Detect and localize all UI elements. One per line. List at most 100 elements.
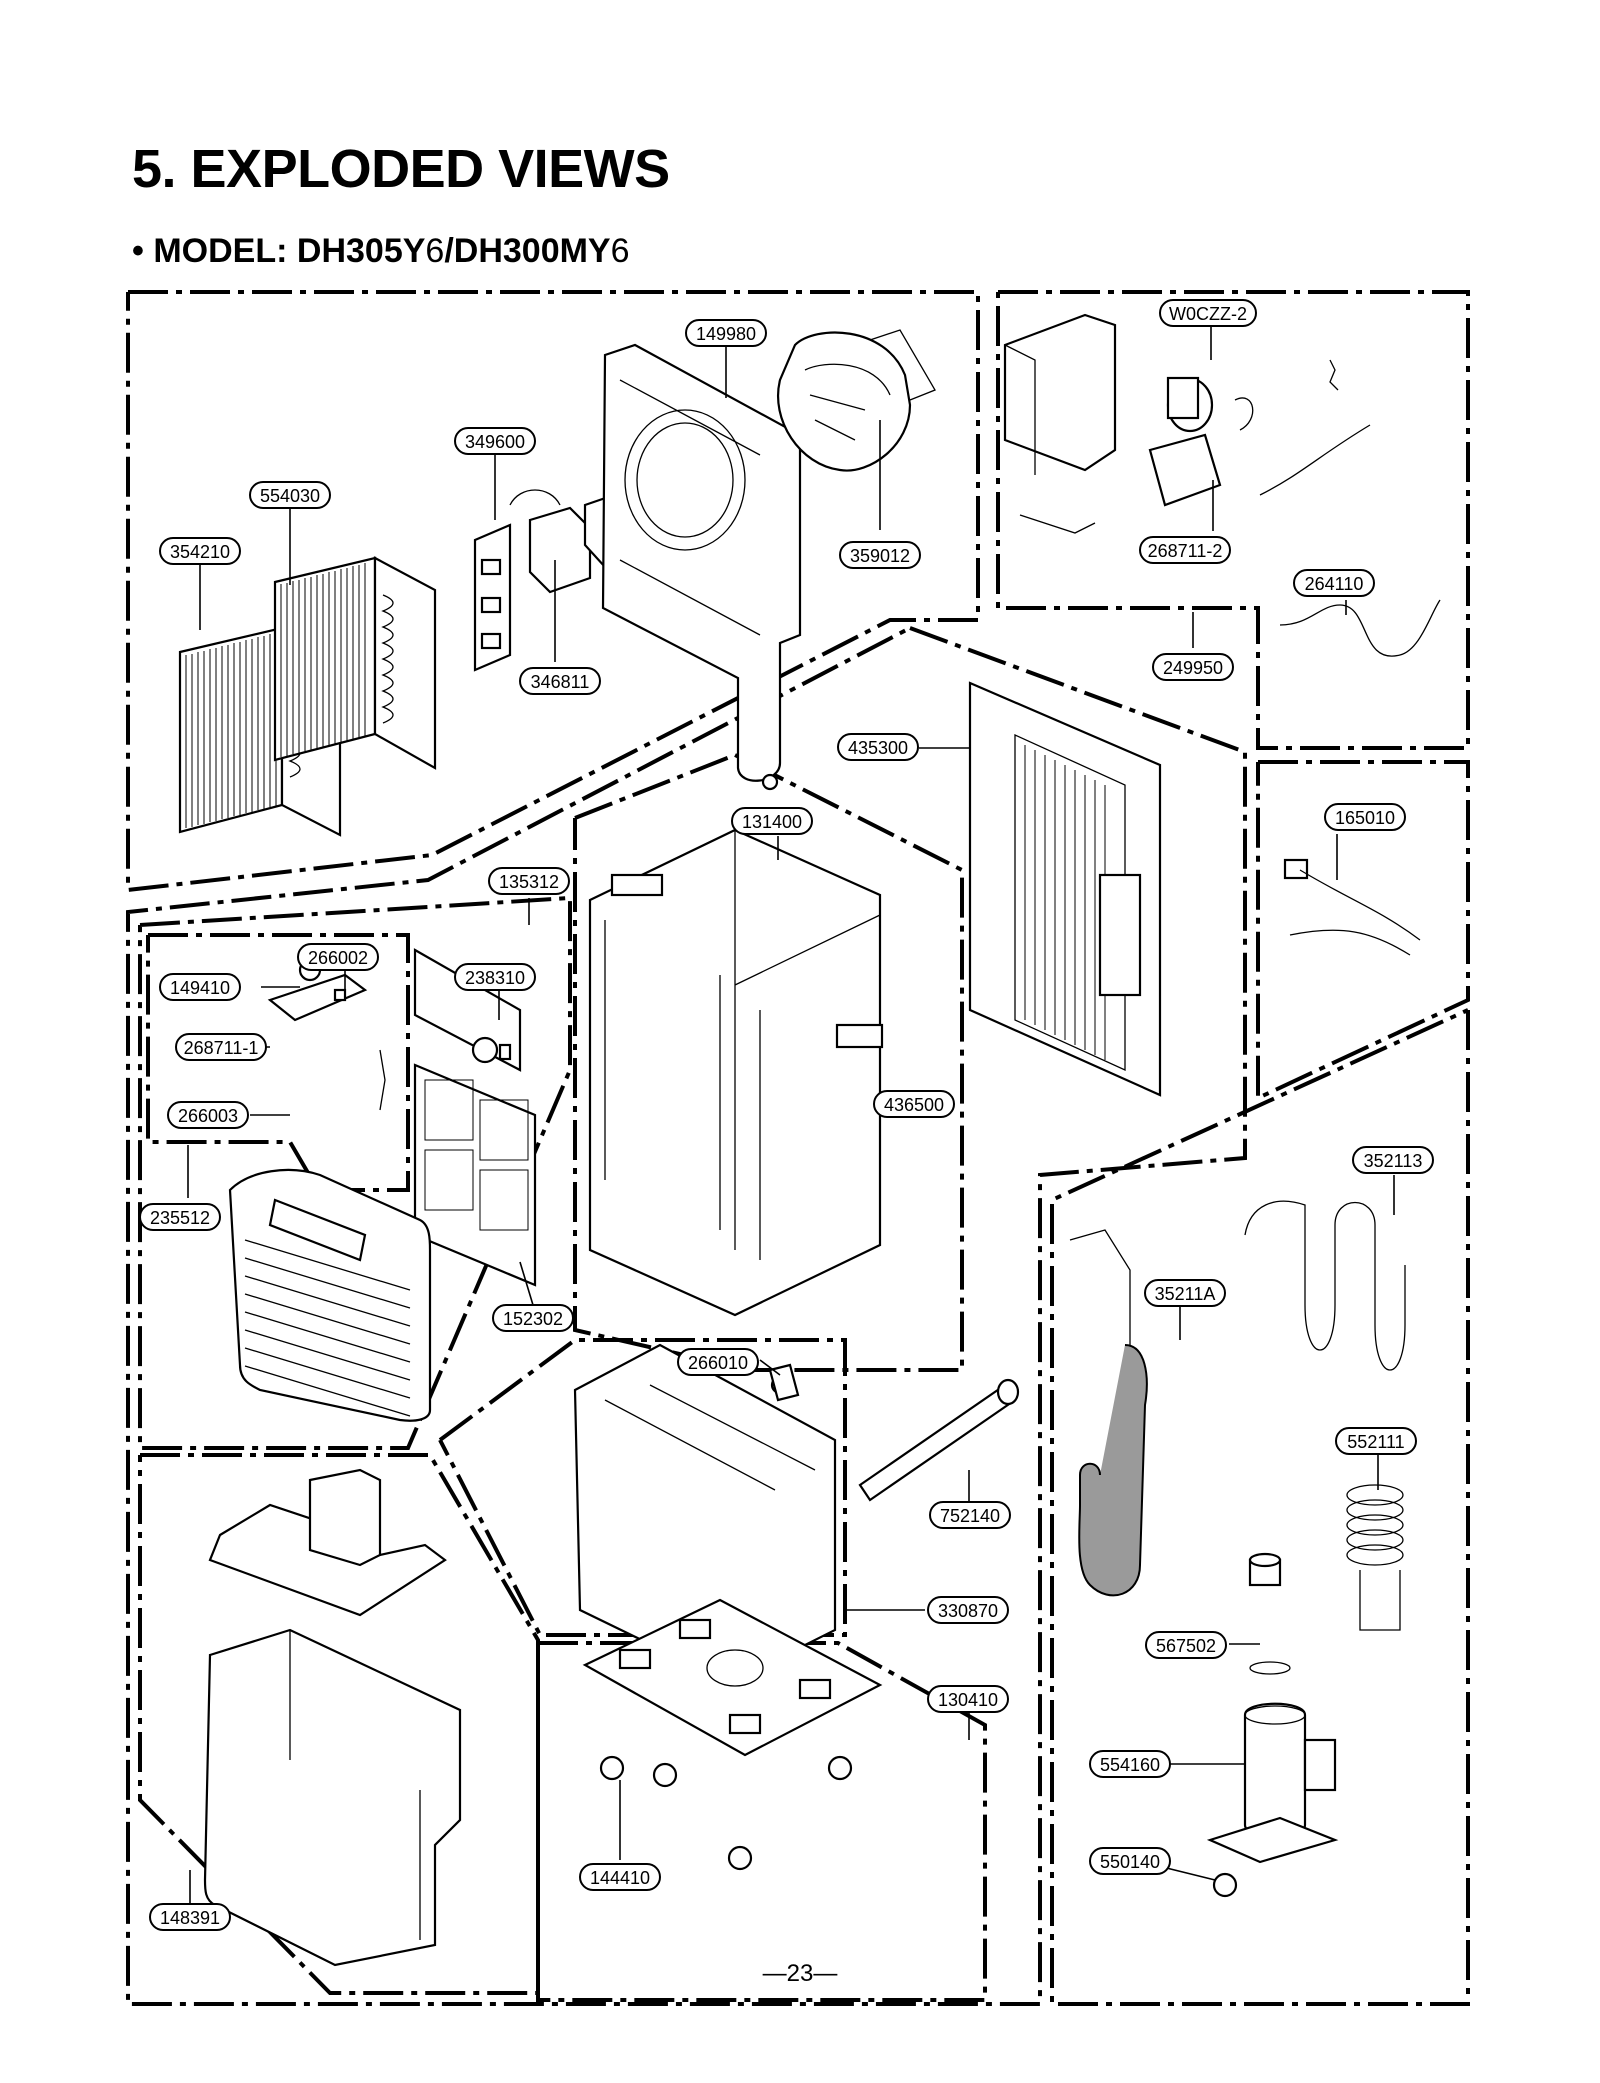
part-label-268711-2: 268711-2 [1139,536,1231,564]
air-filter [413,1063,537,1287]
part-label-text: 148391 [160,1908,220,1928]
casters [599,1755,853,1871]
part-label-131400: 131400 [731,807,813,835]
part-label-436500: 436500 [873,1090,955,1118]
suction-pipe [1069,1229,1148,1597]
part-label-text: 149410 [170,978,230,998]
part-label-330870: 330870 [927,1596,1009,1624]
part-label-text: 268711-1 [184,1038,259,1058]
part-label-35211A: 35211A [1144,1279,1226,1307]
part-label-text: 349600 [465,432,525,452]
part-label-text: 135312 [499,872,559,892]
part-label-text: 264110 [1305,574,1364,594]
part-label-249950: 249950 [1152,653,1234,681]
part-label-266002: 266002 [297,943,379,971]
fan-shroud [601,343,802,791]
part-label-349600: 349600 [454,427,536,455]
part-label-130410: 130410 [927,1685,1009,1713]
tank-cover [208,1468,447,1617]
part-label-264110: 264110 [1293,569,1375,597]
part-label-266010: 266010 [677,1348,759,1376]
frame-top-right [996,290,1470,750]
part-label-567502: 567502 [1145,1631,1227,1659]
subtitle-version-2: 6 [610,232,630,270]
subtitle-prefix: • MODEL: DH305Y [132,232,426,270]
part-label-238310: 238310 [454,963,536,991]
part-label-text: 152302 [503,1309,563,1329]
subtitle-middle: /DH300MY [444,232,611,270]
part-label-text: 266002 [308,948,368,968]
part-label-text: 249950 [1163,658,1223,678]
part-label-165010: 165010 [1324,803,1406,831]
part-label-346811: 346811 [519,667,601,695]
part-label-550140: 550140 [1089,1847,1171,1875]
blower-fan [777,329,936,472]
part-label-149410: 149410 [159,973,241,1001]
frame-top-left [126,290,980,893]
subtitle-version-1: 6 [425,232,445,270]
frame-body [573,752,964,1372]
part-label-text: 554160 [1100,1755,1160,1775]
part-label-152302: 152302 [492,1304,574,1332]
part-label-text: 346811 [531,672,590,692]
part-label-text: 235512 [150,1208,210,1228]
condenser-coil-rear [273,556,437,770]
part-label-text: 266003 [178,1106,238,1126]
control-pcb [267,958,386,1111]
part-label-text: 330870 [938,1601,998,1621]
part-label-text: 550140 [1100,1852,1160,1872]
part-label-text: 752140 [940,1506,1000,1526]
page-number: —23— [762,1960,838,1987]
part-label-752140: 752140 [929,1501,1011,1529]
part-label-text: 567502 [1156,1636,1216,1656]
frame-bottom-right [1050,1008,1470,2006]
part-label-text: 144410 [590,1868,650,1888]
part-label-text: 131400 [742,812,802,832]
part-label-554030: 554030 [249,481,331,509]
front-grille [228,1168,432,1422]
part-label-text: 268711-2 [1148,541,1223,561]
frame-center [126,626,1247,2006]
part-label-149980: 149980 [685,319,767,347]
model-subtitle: • MODEL: DH305Y6/DH300MY6 [132,232,630,271]
part-label-135312: 135312 [488,867,570,895]
part-label-text: 552111 [1347,1432,1404,1452]
part-label-text: 354210 [170,542,230,562]
part-label-359012: 359012 [839,541,921,569]
page-title: 5. EXPLODED VIEWS [132,139,670,199]
part-label-148391: 148391 [149,1903,231,1931]
part-label-text: 359012 [850,546,910,566]
part-label-text: 130410 [938,1690,998,1710]
part-label-W0CZZ-2: W0CZZ-2 [1159,299,1257,327]
frame-middle [438,1338,847,1637]
cabinet [588,828,884,1317]
part-label-text: 435300 [848,738,908,758]
part-label-554160: 554160 [1089,1750,1171,1778]
drain-pan [573,1343,837,1702]
part-label-text: 352113 [1364,1151,1423,1171]
frame-control [146,933,410,1192]
part-label-435300: 435300 [837,733,919,761]
compressor [1206,1702,1339,1898]
part-label-text: 554030 [260,486,320,506]
front-control-panel [413,948,522,1072]
part-label-text: 238310 [465,968,525,988]
part-label-text: 436500 [884,1095,944,1115]
rear-panel [968,681,1162,1097]
part-label-354210: 354210 [159,537,241,565]
part-label-text: 35211A [1155,1284,1216,1304]
part-label-235512: 235512 [139,1203,221,1231]
part-label-text: 149980 [696,324,756,344]
frame-right-middle [1256,760,1470,1102]
capillary-coil [1346,1484,1404,1631]
top-wiring [1019,359,1441,657]
sensor-wire-assembly [1283,858,1421,956]
control-box [1003,313,1117,475]
part-label-text: 266010 [688,1353,748,1373]
part-label-text: W0CZZ-2 [1169,304,1247,324]
part-label-text: 165010 [1335,808,1395,828]
part-label-266003: 266003 [167,1101,249,1129]
part-label-144410: 144410 [579,1863,661,1891]
part-label-268711-1: 268711-1 [175,1033,267,1061]
